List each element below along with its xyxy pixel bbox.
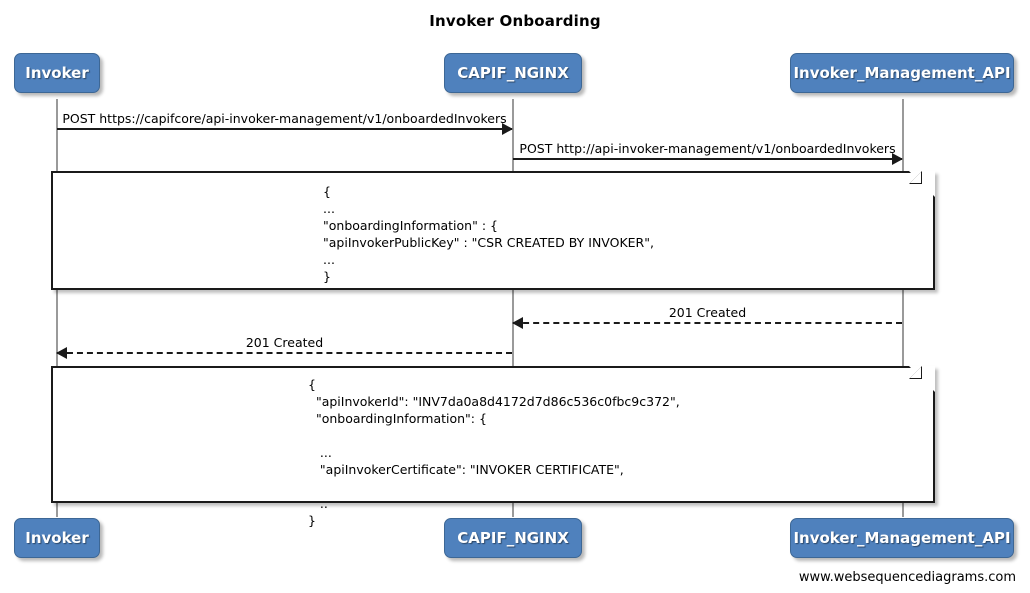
- message-201-created-internal: 201 Created: [512, 305, 902, 329]
- actor-invoker-bottom[interactable]: Invoker: [14, 518, 100, 558]
- lifeline-invoker-management-api: [902, 99, 904, 517]
- arrow-head-icon: [512, 317, 523, 329]
- actor-invoker-management-api-top[interactable]: Invoker_Management_API: [790, 53, 1014, 93]
- page-title: Invoker Onboarding: [429, 12, 601, 30]
- message-201-created-external: 201 Created: [56, 335, 512, 359]
- actor-capif-nginx-bottom[interactable]: CAPIF_NGINX: [444, 518, 582, 558]
- actor-invoker-bottom-label: Invoker: [25, 529, 89, 547]
- arrow-head-icon: [502, 123, 513, 135]
- actor-invoker-management-api-bottom[interactable]: Invoker_Management_API: [790, 518, 1014, 558]
- note-fold-corner-icon: [909, 171, 935, 197]
- note-response-body-text: { "apiInvokerId": "INV7da0a8d4172d7d86c5…: [308, 377, 680, 528]
- message-line: [513, 322, 902, 324]
- message-line: [513, 158, 902, 160]
- note-request-body: { ... "onboardingInformation" : { "apiIn…: [51, 171, 935, 290]
- actor-capif-nginx-bottom-label: CAPIF_NGINX: [457, 529, 569, 547]
- note-fold-corner-icon: [909, 366, 935, 392]
- lifeline-capif-nginx: [512, 99, 514, 517]
- message-label: POST http://api-invoker-management/v1/on…: [519, 141, 896, 156]
- message-line: [57, 128, 512, 130]
- arrow-head-icon: [56, 347, 67, 359]
- actor-invoker-top-label: Invoker: [25, 64, 89, 82]
- arrow-head-icon: [892, 153, 903, 165]
- message-label: POST https://capifcore/api-invoker-manag…: [62, 111, 507, 126]
- actor-invoker-top[interactable]: Invoker: [14, 53, 100, 93]
- actor-invoker-management-api-bottom-label: Invoker_Management_API: [793, 529, 1011, 547]
- note-response-body: { "apiInvokerId": "INV7da0a8d4172d7d86c5…: [51, 366, 935, 528]
- message-post-onboarded-invokers-external: POST https://capifcore/api-invoker-manag…: [57, 111, 513, 135]
- message-label: 201 Created: [245, 335, 324, 350]
- site-attribution: www.websequencediagrams.com: [798, 570, 1016, 585]
- message-line: [57, 352, 512, 354]
- actor-invoker-management-api-top-label: Invoker_Management_API: [793, 64, 1011, 82]
- message-post-onboarded-invokers-internal: POST http://api-invoker-management/v1/on…: [513, 141, 903, 165]
- message-label: 201 Created: [668, 305, 747, 320]
- lifeline-invoker: [56, 99, 58, 517]
- actor-capif-nginx-top[interactable]: CAPIF_NGINX: [444, 53, 582, 93]
- actor-capif-nginx-top-label: CAPIF_NGINX: [457, 64, 569, 82]
- note-request-body-text: { ... "onboardingInformation" : { "apiIn…: [323, 184, 654, 284]
